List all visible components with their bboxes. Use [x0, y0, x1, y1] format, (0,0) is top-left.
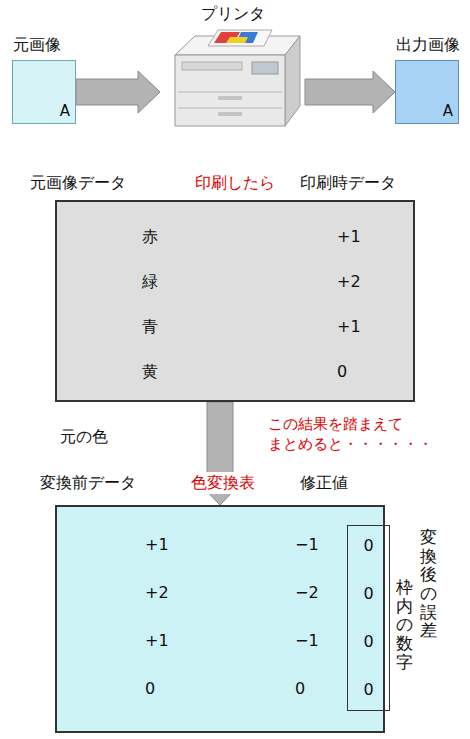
vertical-note: 枠内の数字 [396, 578, 413, 671]
tray-line [178, 108, 282, 109]
column-heading: 元の色 [60, 426, 108, 448]
tray-line [178, 92, 282, 93]
node-text: 0 [295, 678, 305, 700]
printed-sheet [208, 30, 272, 46]
printer-front [175, 55, 285, 126]
vertical-note: 変換後の誤差 [420, 528, 437, 640]
conversion-panel: +1−1+2−2+1−1000000 [55, 505, 385, 733]
node-text: −1 [295, 534, 319, 556]
column-heading: 修正値 [300, 472, 348, 494]
output-slot [182, 62, 242, 70]
print-result-panel: 赤 +1 緑 +2 青 +1 黄 0 [55, 200, 415, 402]
note-text: この結果を踏まえて まとめると・・・・・・ [268, 414, 460, 454]
node-text: 0 [348, 631, 389, 653]
node-text: +1 [337, 316, 361, 338]
node-text: A [60, 100, 70, 122]
tray-handle [218, 96, 242, 100]
column-heading: 印刷時データ [300, 172, 396, 194]
column-heading: 印刷したら [195, 172, 275, 194]
image-heading: 出力画像 [396, 34, 460, 56]
node-text: 緑 [142, 271, 158, 293]
node-text: 0 [348, 535, 389, 557]
node-text: −1 [295, 630, 319, 652]
block-arrow [305, 71, 395, 113]
error-box: 0 0 0 0 [347, 525, 390, 711]
column-heading: 変換前データ [40, 472, 136, 494]
node-text: 0 [337, 361, 347, 383]
source-image: 元画像A [12, 60, 76, 124]
printer-side [285, 36, 300, 126]
sheet-image [226, 37, 248, 43]
block-arrow [76, 71, 160, 113]
node-text: +1 [145, 534, 169, 556]
image-heading: 元画像 [13, 34, 61, 56]
node-text: A [443, 100, 453, 122]
control-panel [252, 62, 278, 74]
node-text: 青 [142, 316, 158, 338]
printer: プリンタ [160, 3, 305, 128]
node-text: +1 [145, 630, 169, 652]
printer-illustration [175, 30, 300, 126]
node-text: 0 [348, 679, 389, 701]
output-image: 出力画像A [395, 60, 459, 124]
node-text: +2 [145, 582, 169, 604]
node-text: 0 [348, 583, 389, 605]
tray-handle [218, 112, 242, 116]
node-text: −2 [295, 582, 319, 604]
node-text: 0 [145, 678, 155, 700]
node-text: 黄 [142, 361, 158, 383]
node-text: +1 [337, 226, 361, 248]
node-text: +2 [337, 271, 361, 293]
node-text: プリンタ [160, 3, 305, 25]
node-text: 赤 [142, 226, 158, 248]
column-heading: 色変換表 [188, 472, 258, 494]
column-heading: 元画像データ [30, 172, 126, 194]
